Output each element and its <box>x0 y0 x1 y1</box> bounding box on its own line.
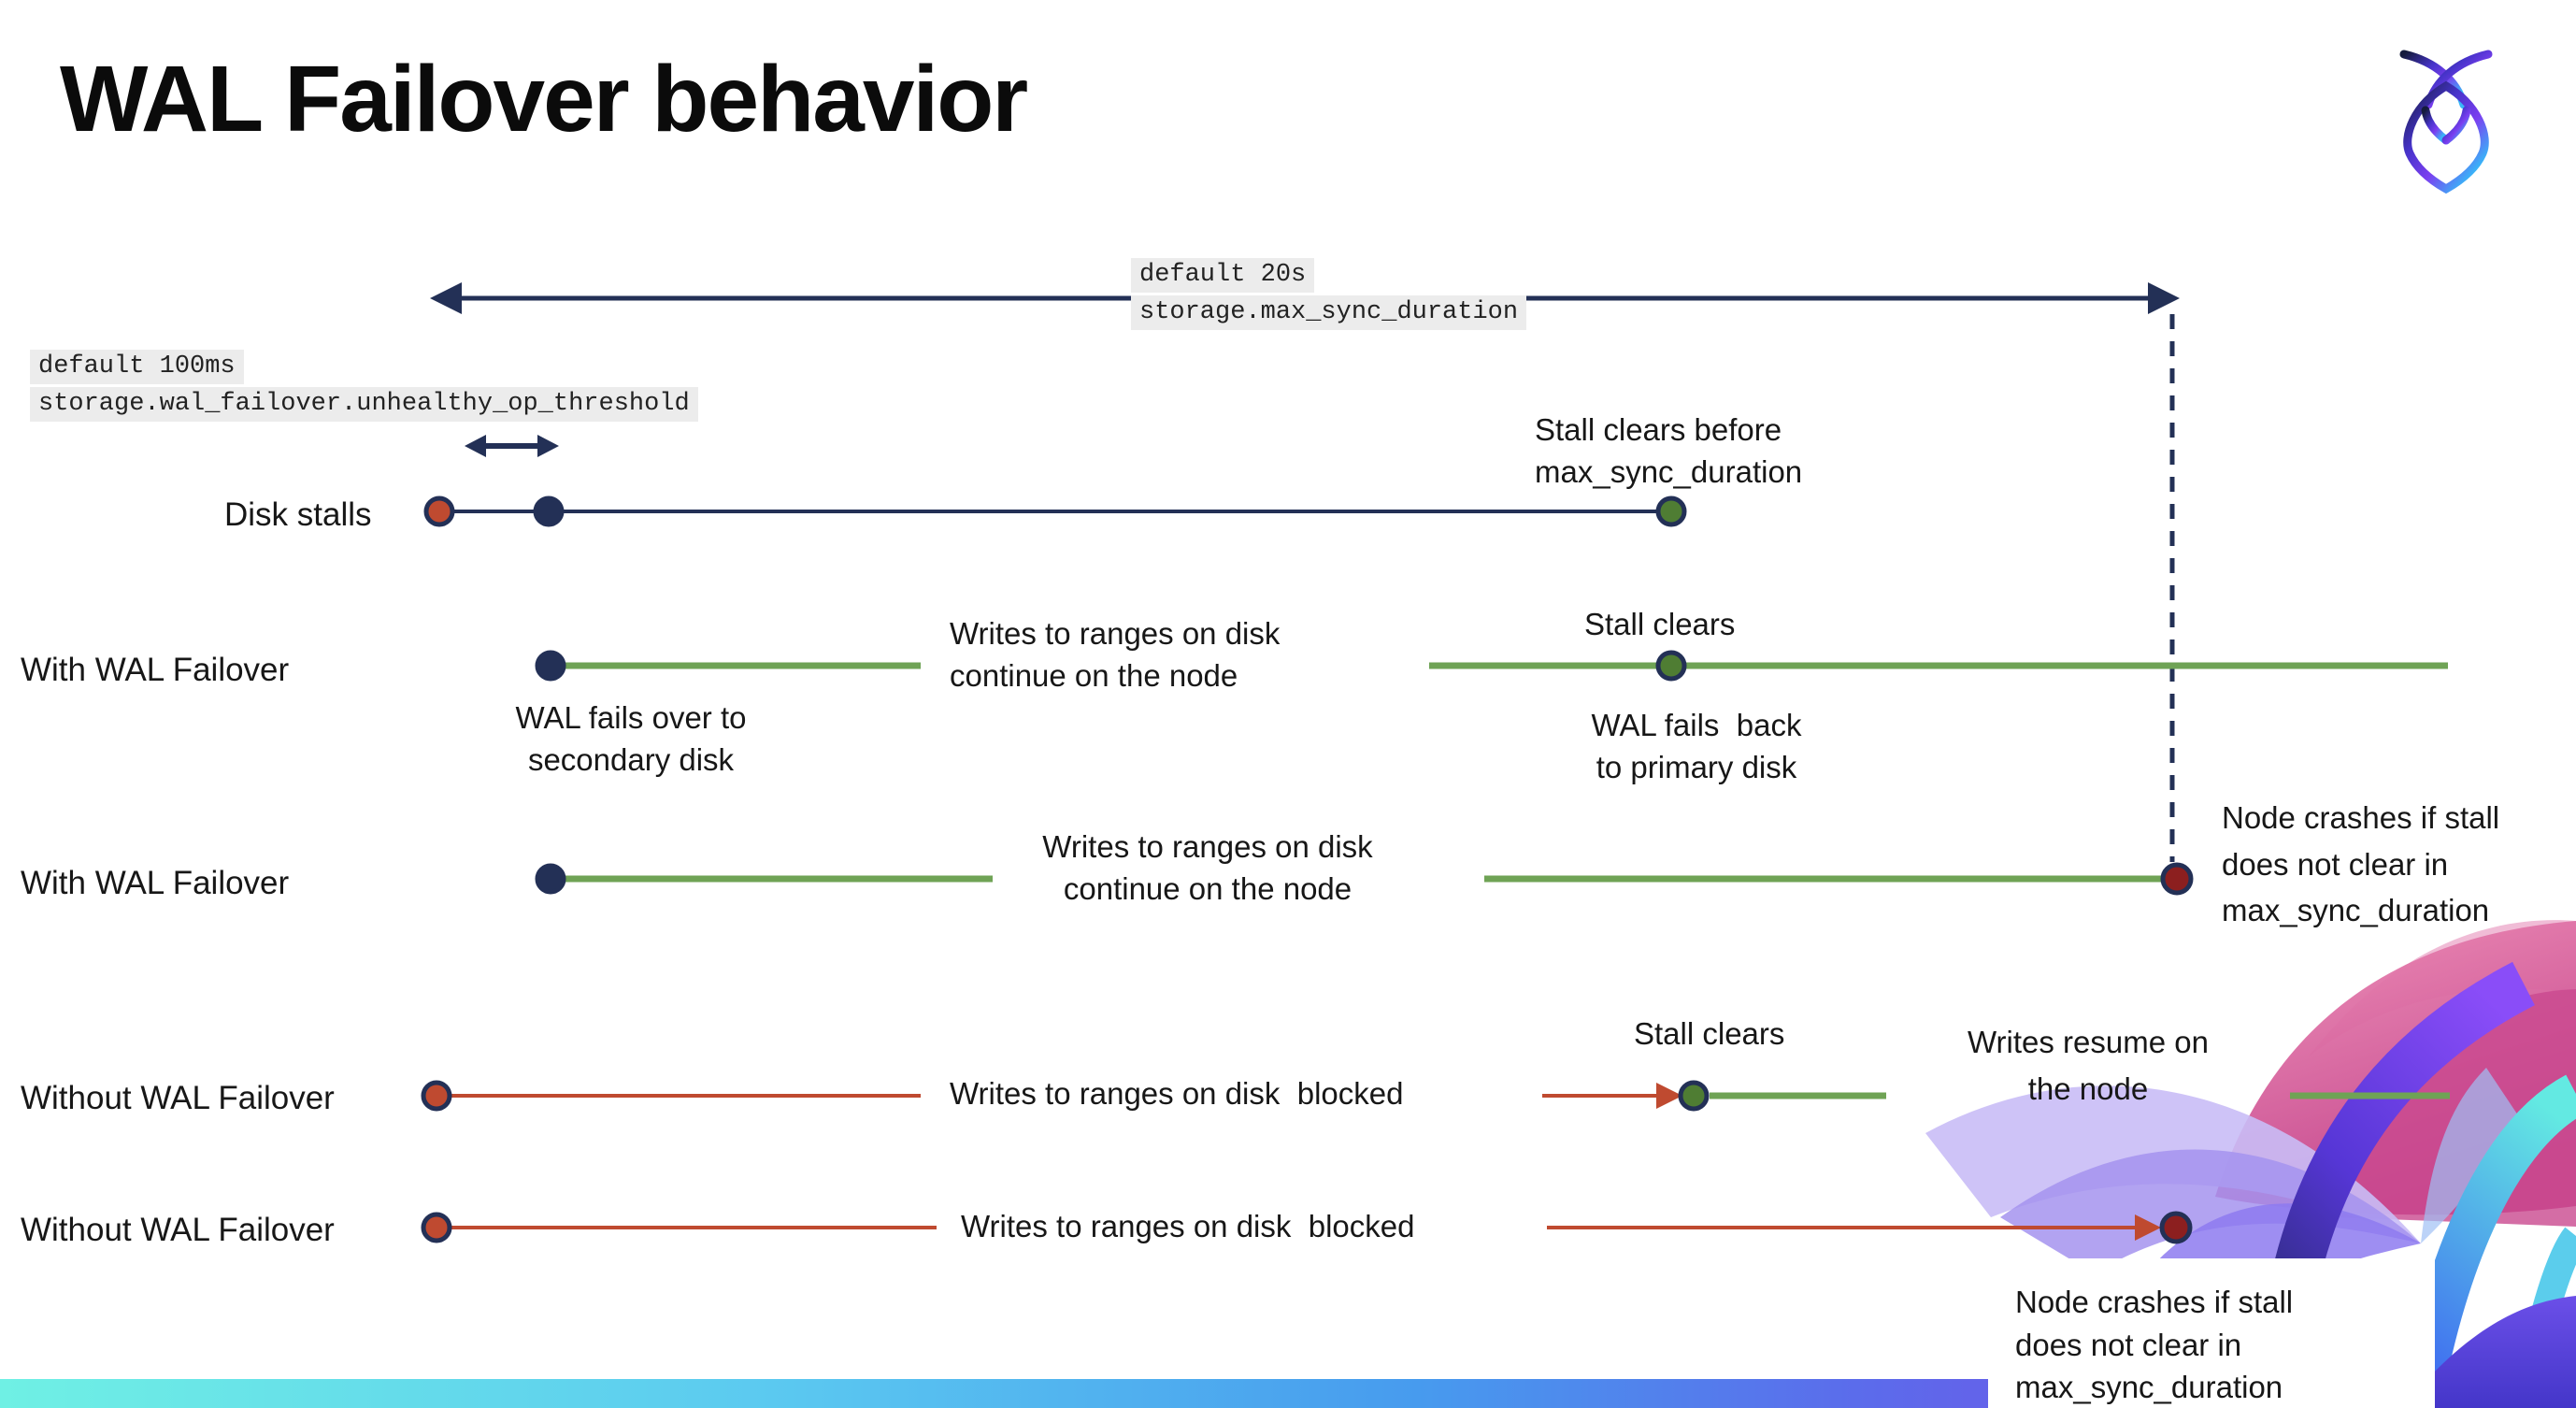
caption-writes-continue-row2: Writes to ranges on disk continue on the… <box>950 616 1281 693</box>
cockroachdb-logo-icon <box>2399 50 2493 194</box>
row-label-without-wal-failover-2: Without WAL Failover <box>21 1212 335 1248</box>
caption-node-crashes-row5: Node crashes if stall does not clear in … <box>2015 1285 2294 1405</box>
threshold-setting-name: storage.wal_failover.unhealthy_op_thresh… <box>30 387 698 422</box>
artwork-blue-sliver <box>2421 1068 2524 1243</box>
logo-body <box>2403 80 2489 194</box>
threshold-default-value: default 100ms <box>30 350 244 384</box>
artwork-indigo-base <box>2402 1296 2576 1408</box>
row-label-with-wal-failover-1: With WAL Failover <box>21 652 290 688</box>
logo-branch-right <box>2441 106 2471 145</box>
logo-branch-left <box>2421 106 2451 145</box>
row5-red-arrow-head <box>2135 1214 2161 1241</box>
brand-artwork <box>1925 920 2576 1408</box>
node-crash-label-box <box>1988 1258 2435 1408</box>
row3-crash-dot <box>2160 862 2194 896</box>
threshold-arrow-right-head <box>537 435 559 457</box>
caption-writes-blocked-row5: Writes to ranges on disk blocked <box>961 1209 1415 1243</box>
row1-stall-start-dot <box>423 496 455 527</box>
caption-stall-clears-before: Stall clears before max_sync_duration <box>1535 412 1803 489</box>
max-sync-setting-name: storage.max_sync_duration <box>1131 295 1527 330</box>
row2-stall-clear-dot <box>1655 650 1687 682</box>
row4-red-arrow-head <box>1656 1083 1682 1109</box>
max-sync-arrow-right-head <box>2148 282 2180 314</box>
timeline-row-no-failover-clears <box>421 1080 2450 1112</box>
timeline-row-no-failover-crash <box>421 1211 2193 1244</box>
row5-stall-start-dot <box>421 1212 452 1243</box>
max-sync-duration-setting-label: default 20s storage.max_sync_duration <box>1131 258 1527 333</box>
caption-writes-blocked-row4: Writes to ranges on disk blocked <box>950 1076 1404 1111</box>
timeline-row-failover-clears <box>535 650 2448 682</box>
unhealthy-op-threshold-setting-label: default 100ms storage.wal_failover.unhea… <box>30 350 698 424</box>
row2-failover-dot <box>535 650 566 682</box>
page-title: WAL Failover behavior <box>60 47 1028 151</box>
row4-stall-clear-dot <box>1678 1080 1710 1112</box>
row4-stall-start-dot <box>421 1080 452 1112</box>
threshold-arrow-left-head <box>465 435 486 457</box>
row5-crash-dot <box>2159 1211 2193 1244</box>
row1-stall-clear-dot <box>1655 496 1687 527</box>
timeline-row-failover-crash <box>535 862 2194 896</box>
max-sync-default-value: default 20s <box>1131 258 1315 293</box>
caption-wal-fails-over: WAL fails over to secondary disk <box>515 700 747 777</box>
caption-stall-clears-failover: Stall clears <box>1584 607 1736 641</box>
row1-threshold-dot <box>533 496 565 527</box>
max-sync-arrow-left-head <box>430 282 462 314</box>
caption-writes-continue-row3: Writes to ranges on disk continue on the… <box>1042 829 1373 906</box>
timeline-row-disk-stalls <box>423 496 1687 527</box>
threshold-arrow <box>465 435 559 457</box>
caption-node-crashes-row3: Node crashes if stall does not clear in … <box>2222 800 2500 927</box>
caption-wal-fails-back: WAL fails back to primary disk <box>1591 708 1802 784</box>
caption-stall-clears-no-failover: Stall clears <box>1634 1016 1785 1051</box>
row-label-disk-stalls: Disk stalls <box>224 496 372 533</box>
row-label-without-wal-failover-1: Without WAL Failover <box>21 1080 335 1116</box>
row3-failover-dot <box>535 863 566 895</box>
row-label-with-wal-failover-2: With WAL Failover <box>21 865 290 901</box>
caption-writes-resume: Writes resume on the node <box>1968 1025 2209 1106</box>
